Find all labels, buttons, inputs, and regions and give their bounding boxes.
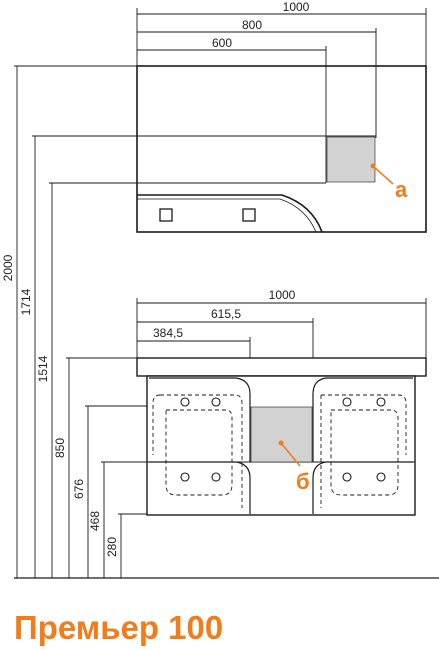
top-width-800: 800 — [242, 18, 262, 32]
height-label-1714: 1714 — [19, 288, 33, 315]
product-title: Премьер 100 — [14, 609, 224, 646]
cabinet-knobs — [180, 397, 386, 482]
callout-a-label: а — [395, 177, 408, 202]
height-label-1514: 1514 — [36, 355, 50, 382]
callout-b-dot — [278, 440, 284, 446]
callout-b-leader — [280, 442, 301, 467]
top-width-600: 600 — [212, 36, 232, 50]
mirror-cabinet-outline — [136, 65, 427, 233]
vanity-right-door — [312, 377, 413, 462]
height-label-676: 676 — [72, 479, 86, 499]
bottom-width-615-5: 615,5 — [211, 307, 241, 321]
mirror-lamp-right — [242, 208, 256, 222]
top-view-dimension-lines — [136, 8, 427, 183]
vanity-left-door — [149, 377, 251, 462]
height-label-850: 850 — [53, 438, 67, 458]
shelf-a-highlight — [326, 136, 376, 183]
mirror-lamp-curve — [137, 194, 323, 233]
mirror-lamp-curve-inner — [137, 198, 317, 233]
bottom-width-384-5: 384,5 — [153, 326, 183, 340]
top-width-1000: 1000 — [283, 0, 310, 14]
mirror-lamp-left — [159, 208, 173, 222]
hidden-sink-contours — [152, 394, 407, 508]
vanity-left-door-lower — [149, 461, 251, 514]
vanity-countertop — [136, 357, 427, 377]
height-label-468: 468 — [88, 511, 102, 531]
shelf-b-highlight — [250, 406, 313, 463]
bottom-width-1000: 1000 — [269, 288, 296, 302]
height-label-280: 280 — [105, 537, 119, 557]
vanity-right-door-lower — [312, 461, 413, 514]
callout-a-leader — [372, 165, 394, 185]
height-label-2000: 2000 — [1, 254, 15, 281]
callout-b-label: б — [296, 469, 310, 494]
height-dimension-lines — [14, 65, 147, 578]
callout-a-dot — [370, 163, 376, 169]
